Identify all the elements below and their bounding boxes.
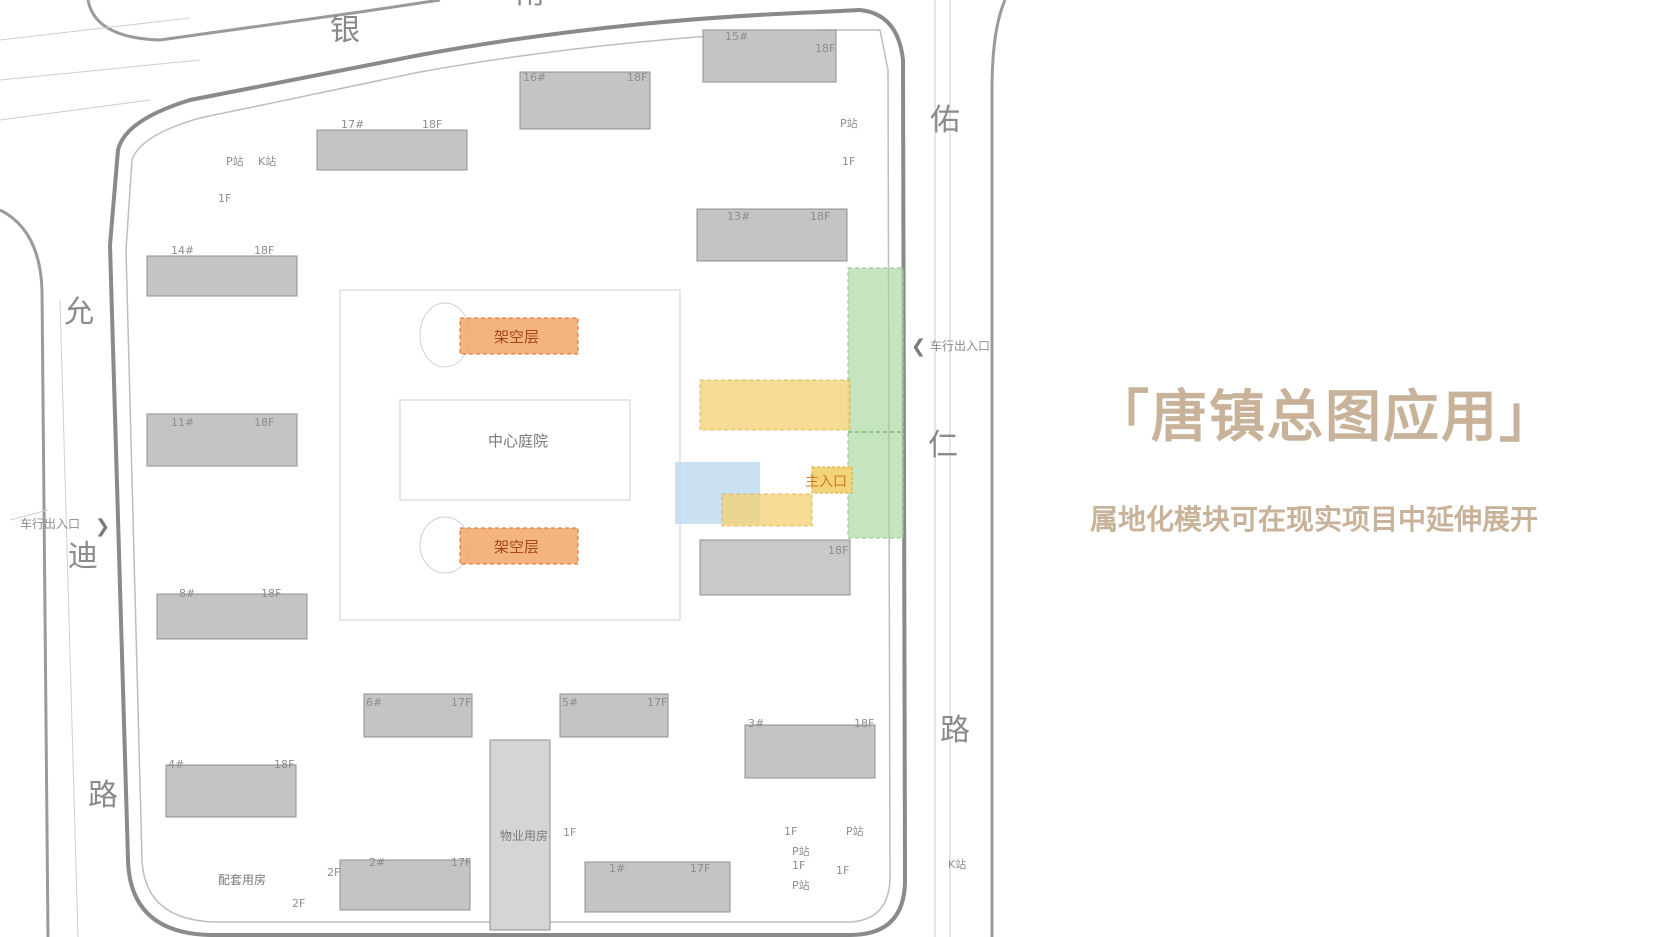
k-station-se: K站 xyxy=(948,857,966,871)
svg-text:6#: 6# xyxy=(366,696,382,709)
road-char-lu-west: 路 xyxy=(88,778,118,813)
svg-text:17F: 17F xyxy=(690,862,710,875)
building-entrance-residential: 18F xyxy=(828,544,848,557)
svg-text:17F: 17F xyxy=(647,696,667,709)
building-15: 15# 18F xyxy=(702,29,837,83)
road-char-di: 迪 xyxy=(68,539,98,574)
courtyard-frame xyxy=(339,289,681,621)
road-outline-west xyxy=(0,208,50,937)
green-zone xyxy=(847,267,905,539)
page-title: 「唐镇总图应用」 xyxy=(1093,385,1557,450)
pilotis-lower xyxy=(459,527,579,565)
floor-2f-west: 2F xyxy=(327,866,340,879)
building-4: 4# 18F xyxy=(165,758,297,818)
svg-text:18F: 18F xyxy=(810,210,830,223)
svg-text:11#: 11# xyxy=(171,416,194,429)
supporting-room-label: 配套用房 xyxy=(218,872,266,887)
central-courtyard-label: 中心庭院 xyxy=(488,432,548,450)
pilotis-lower-label: 架空层 xyxy=(494,538,539,556)
p-station-se-3: P站 xyxy=(792,878,810,892)
building-2: 2# 17F xyxy=(339,856,471,911)
svg-text:18F: 18F xyxy=(854,717,874,730)
courtyard-inner xyxy=(399,399,631,501)
vehicle-entrance-east-arrow: ❮ xyxy=(911,336,926,357)
svg-text:3#: 3# xyxy=(748,717,764,730)
vehicle-entrance-west-arrow: ❯ xyxy=(95,516,110,537)
svg-text:18F: 18F xyxy=(422,118,442,131)
svg-text:16#: 16# xyxy=(523,71,546,84)
svg-text:15#: 15# xyxy=(725,30,748,43)
svg-text:17#: 17# xyxy=(341,118,364,131)
vehicle-entrance-east: 车行出入口 xyxy=(930,338,990,353)
svg-text:18F: 18F xyxy=(828,544,848,557)
main-entrance-label: 主入口 xyxy=(805,474,847,490)
floor-1f-ne: 1F xyxy=(842,155,855,168)
p-station-ne: P站 xyxy=(840,116,858,130)
svg-text:2#: 2# xyxy=(369,856,385,869)
floor-1f-nw: 1F xyxy=(218,192,231,205)
vehicle-entrance-west: 车行出入口 xyxy=(20,516,80,531)
building-17: 17# 18F xyxy=(316,118,468,171)
svg-text:14#: 14# xyxy=(171,244,194,257)
floor-1f-se-3: 1F xyxy=(836,864,849,877)
building-1: 1# 17F xyxy=(584,861,731,913)
road-char-you: 佑 xyxy=(930,103,960,138)
p-station-nw: P站 xyxy=(226,154,244,168)
svg-text:17F: 17F xyxy=(451,696,471,709)
svg-text:4#: 4# xyxy=(168,758,184,771)
property-room-building xyxy=(489,739,551,931)
road-lines-northwest xyxy=(0,17,201,121)
p-station-se-1: P站 xyxy=(846,824,864,838)
floor-2f-south: 2F xyxy=(292,897,305,910)
road-lines-west xyxy=(9,299,79,937)
entrance-gray-block xyxy=(699,539,851,596)
svg-text:13#: 13# xyxy=(727,210,750,223)
road-lines-east xyxy=(934,0,951,937)
floor-1f-property: 1F xyxy=(563,826,576,839)
building-6: 6# 17F xyxy=(363,693,473,738)
road-outline-east xyxy=(990,0,1007,937)
svg-text:5#: 5# xyxy=(562,696,578,709)
page-subtitle: 属地化模块可在现实项目中延伸展开 xyxy=(1089,503,1538,536)
svg-text:18F: 18F xyxy=(254,244,274,257)
building-8: 8# 18F xyxy=(156,587,308,640)
road-char-ren: 仁 xyxy=(928,428,958,463)
svg-text:18F: 18F xyxy=(627,71,647,84)
building-14: 14# 18F xyxy=(146,244,298,297)
site-boundary xyxy=(107,7,908,937)
main-entrance-box xyxy=(811,466,853,494)
road-char-lu-east: 路 xyxy=(940,713,970,748)
building-5: 5# 17F xyxy=(559,693,669,738)
building-3: 3# 18F xyxy=(744,717,876,779)
road-char-yun: 允 xyxy=(64,295,94,330)
pilotis-upper-label: 架空层 xyxy=(494,328,539,346)
p-station-se-2: P站 xyxy=(792,844,810,858)
building-13: 13# 18F xyxy=(696,208,848,262)
road-outline-north xyxy=(86,0,441,42)
building-16: 16# 18F xyxy=(519,71,651,130)
svg-text:1#: 1# xyxy=(609,862,625,875)
svg-text:18F: 18F xyxy=(254,416,274,429)
property-room-label: 物业用房 xyxy=(500,828,548,843)
pilotis-upper xyxy=(459,317,579,355)
k-station-nw: K站 xyxy=(258,154,276,168)
floor-1f-se-2: 1F xyxy=(792,859,805,872)
entrance-building-lower xyxy=(721,493,813,527)
building-11: 11# 18F xyxy=(146,413,298,467)
road-char-yin: 银 xyxy=(330,13,360,48)
svg-text:18F: 18F xyxy=(274,758,294,771)
svg-text:18F: 18F xyxy=(261,587,281,600)
svg-text:18F: 18F xyxy=(815,42,835,55)
road-char-nan: 南 xyxy=(515,0,545,11)
floor-1f-se-1: 1F xyxy=(784,825,797,838)
entrance-building xyxy=(699,379,851,431)
svg-text:8#: 8# xyxy=(179,587,195,600)
svg-text:17F: 17F xyxy=(451,856,471,869)
